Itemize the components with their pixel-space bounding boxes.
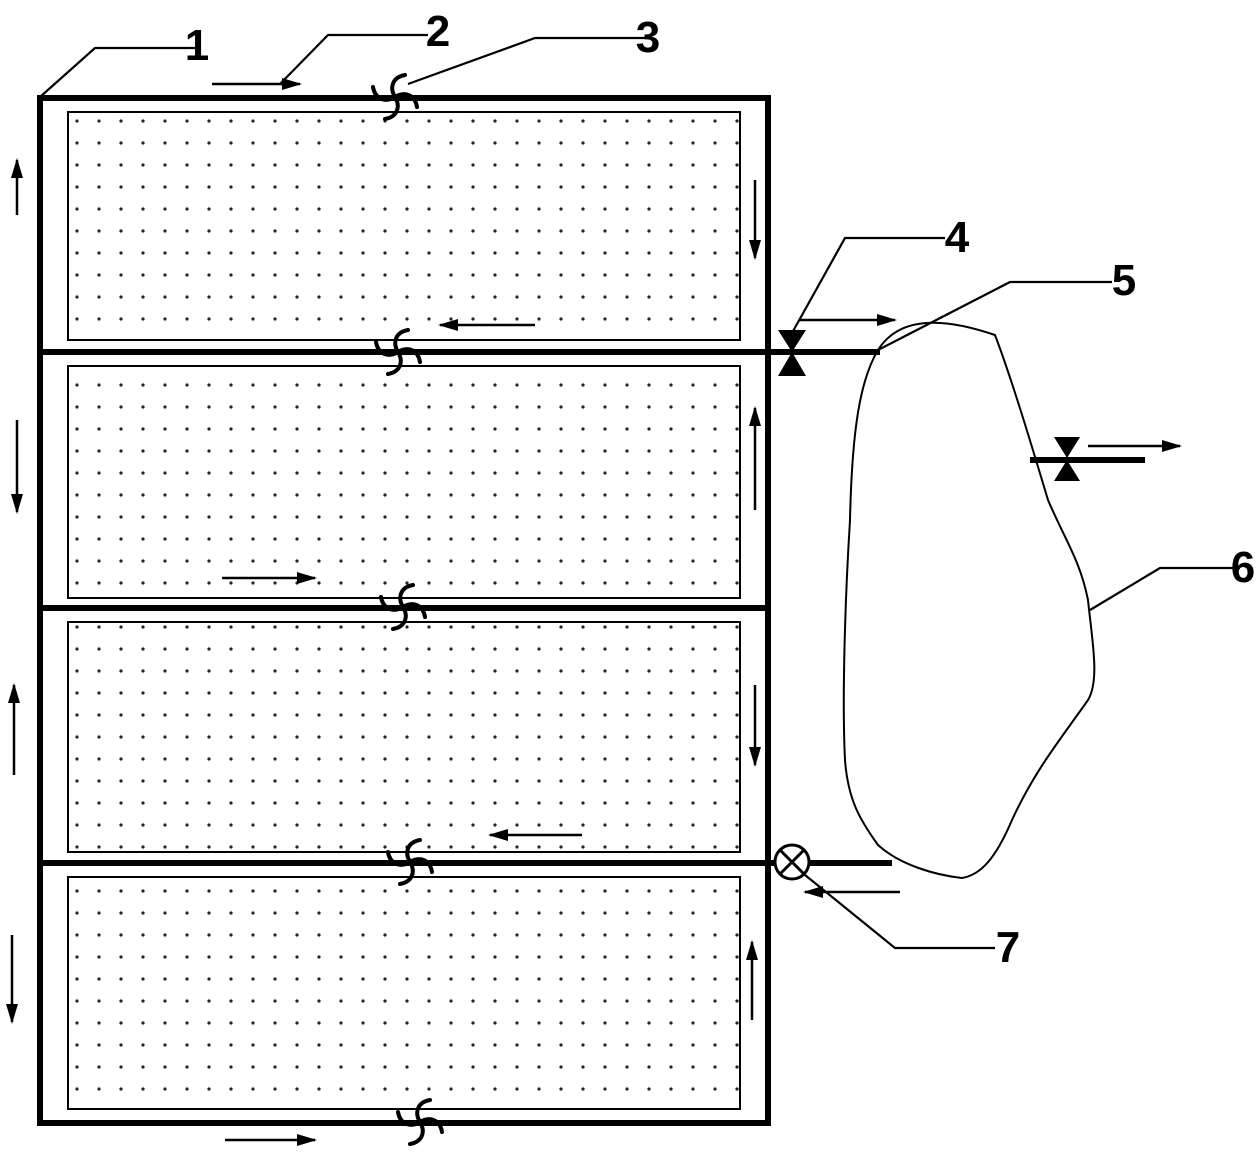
panel-3	[67, 621, 741, 853]
label-4: 4	[945, 213, 970, 262]
label-7: 7	[996, 923, 1020, 972]
flow-arrows	[212, 78, 1182, 1146]
panel-2	[67, 365, 741, 599]
label-6: 6	[1231, 543, 1255, 592]
label-5: 5	[1112, 256, 1136, 305]
valve-icon	[1054, 437, 1080, 481]
panel-4	[67, 876, 741, 1110]
vertical-flow-arrows	[6, 158, 761, 1024]
label-2: 2	[426, 7, 450, 56]
pump-icon	[773, 843, 811, 881]
leader-lines	[39, 33, 1240, 950]
label-1: 1	[185, 21, 209, 70]
panel-1	[67, 111, 741, 341]
valve-icon	[778, 330, 806, 376]
label-3: 3	[636, 13, 660, 62]
reservoir-outline	[842, 321, 1096, 880]
